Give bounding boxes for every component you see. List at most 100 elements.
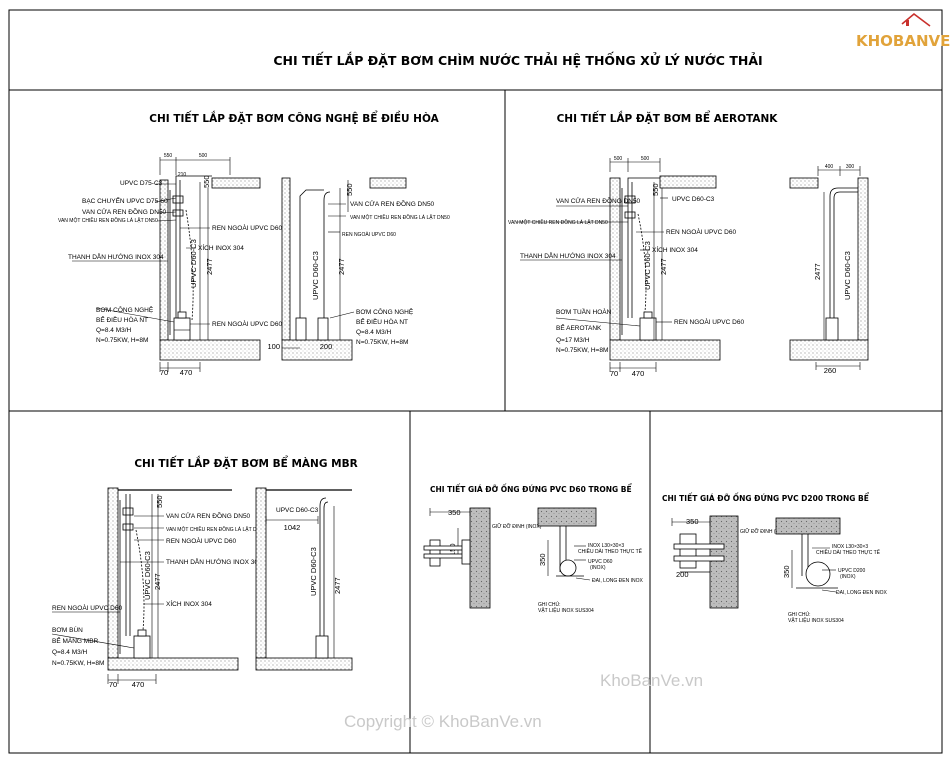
side-wall [857, 177, 869, 341]
label-inox: CHIỀU DÀI THEO THỰC TẾ [816, 549, 881, 556]
dim-550: 550 [155, 495, 164, 508]
dim-label: 300 [846, 164, 855, 170]
note: VẬT LIỆU INOX SUS304 [788, 616, 844, 624]
pipe-label: UPVC D60-C3 [309, 547, 318, 596]
panel-title: CHI TIẾT GIÁ ĐỠ ỐNG ĐỨNG PVC D200 TRONG … [662, 493, 870, 503]
dim-550: 550 [202, 175, 211, 188]
dim-2477: 2477 [205, 258, 214, 275]
label-van-mot-chieu: VAN MỘT CHIỀU REN ĐỒNG LÁ LẬT DN50 [508, 219, 608, 226]
pump-spec: N=0.75KW, H=8M [52, 660, 104, 667]
label-ren-ngoai-2: REN NGOÀI UPVC D60 [212, 319, 282, 328]
dim-label: 200 [320, 342, 333, 351]
label-ren-ngoai: REN NGOÀI UPVC D60 [166, 536, 236, 545]
label-van-cua: VAN CỬA REN ĐỒNG DN50 [166, 510, 251, 520]
pump-spec: Q=8.4 M3/H [52, 649, 88, 656]
side-top-slab [369, 177, 407, 189]
pump-spec: BỂ AEROTANK [556, 323, 602, 332]
pump-spec: BỂ MÀNG MBR [52, 636, 99, 645]
pump-spec: BƠM CÔNG NGHỆ [96, 305, 154, 314]
pump-spec: BỂ ĐIỀU HÒA NT [96, 314, 148, 324]
pipe-label: UPVC D60-C3 [276, 507, 319, 514]
pump-icon [639, 311, 657, 341]
dim-200: 200 [676, 570, 689, 579]
label-ren-ngoai-2: REN NGOÀI UPVC D60 [52, 603, 122, 612]
label-xich: XÍCH INOX 304 [198, 243, 244, 252]
pump-spec: BƠM TUẦN HOÀN [556, 306, 612, 316]
label-van-mot-chieu: VAN MỘT CHIỀU REN ĐỒNG LÁ LẬT DN50 [58, 217, 158, 224]
concrete-wall [709, 515, 739, 609]
label-thanh-dan: THANH DẪN HƯỚNG INOX 304 [166, 557, 262, 566]
logo-text: KHOBANVE [856, 32, 950, 50]
side-bottom-slab [255, 657, 353, 671]
label-ren-ngoai: REN NGOÀI UPVC D60 [212, 223, 282, 232]
label-bolt: GIỮ ĐỠ ĐINH (INOX) [492, 523, 542, 530]
dim-2477: 2477 [337, 258, 346, 275]
label-pipe: (INOX) [590, 565, 606, 571]
panel-dieu-hoa: CHI TIẾT LẮP ĐẶT BƠM CÔNG NGHỆ BỂ ĐIỀU H… [58, 110, 450, 377]
label-bolt: ĐAI, LONG ĐEN INOX [836, 590, 888, 596]
label-pipe: UPVC D200 [838, 568, 865, 574]
panel-gia-do-d60: CHI TIẾT GIÁ ĐỠ ỐNG ĐỨNG PVC D60 TRONG B… [423, 484, 644, 614]
watermark-site: KhoBanVe.vn [600, 671, 703, 690]
note: VẬT LIỆU INOX SUS304 [538, 606, 594, 614]
dim-label: 470 [632, 369, 645, 378]
panel-title: CHI TIẾT GIÁ ĐỠ ỐNG ĐỨNG PVC D60 TRONG B… [430, 484, 632, 494]
dim-label: 70 [610, 369, 618, 378]
dim-label: 100 [267, 342, 280, 351]
note: GHI CHÚ: [538, 601, 561, 608]
side-wall [255, 487, 267, 659]
dim-label: 500 [614, 156, 623, 162]
label-xich: XÍCH INOX 304 [652, 245, 698, 254]
side-bottom-slab [281, 339, 353, 361]
top-slab [659, 175, 717, 189]
pump-spec: N=0.75KW, H=8M [356, 339, 408, 346]
panel-aerotank: CHI TIẾT LẮP ĐẶT BƠM BỂ AEROTANK 500 500 [508, 110, 869, 378]
label-pipe: (INOX) [840, 574, 856, 580]
bottom-slab [159, 339, 261, 361]
label-pipe: UPVC D60 [588, 559, 613, 565]
dim-350: 350 [782, 565, 791, 578]
pump-spec: Q=17 M3/H [556, 337, 590, 344]
dim-1042: 1042 [284, 523, 301, 532]
pipe-label: UPVC D60-C3 [643, 241, 652, 290]
dim-label: 260 [824, 366, 837, 375]
pipe-label: UPVC D60-C3 [311, 251, 320, 300]
pipe-assembly [169, 175, 212, 335]
pipe-label: UPVC D60-C3 [143, 551, 152, 600]
pump-spec: Q=8.4 M3/H [356, 329, 392, 336]
dim-2477: 2477 [813, 263, 822, 280]
dim-label: 470 [180, 368, 193, 377]
label-ren-ngoai: REN NGOÀI UPVC D60 [342, 231, 396, 238]
pipe-label: UPVC D60-C3 [189, 239, 198, 288]
dim-label: 400 [825, 164, 834, 170]
dim-350: 350 [538, 553, 547, 566]
pump-spec: Q=8.4 M3/H [96, 327, 132, 334]
panel-title: CHI TIẾT LẮP ĐẶT BƠM CÔNG NGHỆ BỂ ĐIỀU H… [149, 110, 439, 125]
label-bac-chuyen: BẠC CHUYỂN UPVC D75-60 [82, 196, 168, 205]
label-upvc-d75: UPVC D75-C3 [120, 180, 163, 187]
label-bolt: ĐAI, LONG ĐEN INOX [592, 578, 644, 584]
bottom-slab [107, 657, 239, 671]
pipe-icon [673, 533, 725, 573]
dim-2477: 2477 [153, 573, 162, 590]
dim-550: 550 [651, 183, 660, 196]
pump-icon [133, 629, 151, 659]
pump-spec: BƠM BÙN [52, 625, 83, 634]
label-van-cua: VAN CỬA REN ĐỒNG DN50 [350, 198, 435, 208]
panel-title: CHI TIẾT LẮP ĐẶT BƠM BỂ MÀNG MBR [134, 455, 357, 470]
panel-title: CHI TIẾT LẮP ĐẶT BƠM BỂ AEROTANK [557, 110, 779, 125]
dim-label: 210 [178, 172, 187, 178]
dim-350: 350 [448, 508, 461, 517]
dim-label: 550 [164, 153, 173, 159]
dim-label: 500 [199, 153, 208, 159]
dim-2477: 2477 [333, 577, 342, 594]
pump-spec: BỂ ĐIỀU HÒA NT [356, 316, 408, 326]
logo: KHOBANVE [856, 12, 950, 50]
concrete-slab [775, 517, 841, 535]
label-ren-ngoai-2: REN NGOÀI UPVC D60 [674, 317, 744, 326]
pipe-label: UPVC D60-C3 [843, 251, 852, 300]
pump-icon [173, 311, 191, 341]
label-van-cua: VAN CỬA REN ĐỒNG DN50 [82, 206, 167, 216]
dim-label: 500 [641, 156, 650, 162]
